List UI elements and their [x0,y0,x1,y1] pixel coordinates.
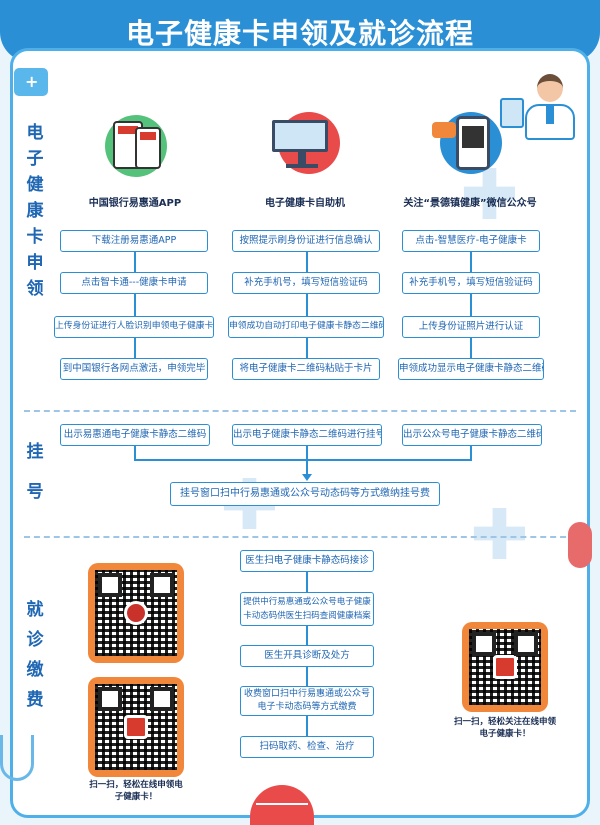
heart-icon [250,785,314,825]
connector-line [134,252,136,360]
section-label-visit: 就诊缴费 [26,600,44,710]
column-title-wechat: 关注“景德镇健康”微信公众号 [403,198,537,209]
step-box: 补充手机号，填写短信验证码 [232,272,380,294]
app-logo-icon [124,715,148,739]
section-label-apply: 电子健康卡申领 [26,123,44,299]
step-box: 出示公众号电子健康卡静态二维码 [402,424,542,446]
step-box: 点击智卡通---健康卡申请 [60,272,208,294]
qr-code-boc[interactable] [88,563,184,663]
qr-caption-left: 扫一扫，轻松在线申领电子健康卡！ [89,780,183,802]
qr-code-wechat[interactable] [462,622,548,712]
page-title: 电子健康卡申领及就诊流程 [125,17,474,50]
clipboard-icon [500,98,524,128]
connector-line [470,446,472,460]
step-box: 提供中行易惠通或公众号电子健康卡动态码供医生扫码查阅健康档案 [240,592,374,626]
stethoscope-icon [0,735,34,781]
connector-line [306,252,308,360]
step-box: 上传身份证照片进行认证 [402,316,540,338]
connector-line [134,446,136,460]
step-box: 补充手机号，填写短信验证码 [402,272,540,294]
step-box: 将电子健康卡二维码粘贴于卡片 [232,358,380,380]
step-box: 医生开具诊断及处方 [240,645,374,667]
wechat-illustration [432,112,502,174]
step-box: 到中国银行各网点激活，申领完毕 [60,358,208,380]
doctor-illustration [515,72,585,142]
column-title-kiosk: 电子健康卡自助机 [265,198,345,209]
step-box: 点击-智慧医疗-电子健康卡 [402,230,540,252]
phone-app-illustration [105,115,167,177]
step-box: 医生扫电子健康卡静态码接诊 [240,550,374,572]
arrow-down-icon [302,474,312,481]
step-box: 收费窗口扫中行易惠通或公众号电子卡动态码等方式缴费 [240,686,374,716]
step-box: 挂号窗口扫中行易惠通或公众号动态码等方式缴纳挂号费 [170,482,440,506]
section-divider [24,410,576,412]
step-box: 按照提示刷身份证进行信息确认 [232,230,380,252]
medical-kit-icon: + [14,68,48,96]
kiosk-illustration [272,112,340,174]
step-box: 上传身份证进行人脸识别申领电子健康卡 [54,316,214,338]
bank-logo-icon [124,601,148,625]
column-title-boc-app: 中国银行易惠通APP [88,198,182,209]
qr-caption-right: 扫一扫，轻松关注在线申领电子健康卡！ [453,717,556,739]
connector-line [134,459,472,461]
connector-line [470,252,472,360]
pill-decoration [568,522,592,568]
step-box: 出示电子健康卡静态二维码进行挂号 [232,424,382,446]
section-divider [24,536,576,538]
heart-logo-icon [493,655,517,679]
step-box: 下载注册易惠通APP [60,230,208,252]
step-box: 出示易惠通电子健康卡静态二维码 [60,424,210,446]
cross-icon: ✚ [470,494,529,576]
step-box: 扫码取药、检查、治疗 [240,736,374,758]
section-label-register: 挂号 [26,442,44,502]
qr-code-app[interactable] [88,677,184,777]
step-box: 申领成功自动打印电子健康卡静态二维码 [228,316,384,338]
step-box: 申领成功显示电子健康卡静态二维码 [398,358,544,380]
